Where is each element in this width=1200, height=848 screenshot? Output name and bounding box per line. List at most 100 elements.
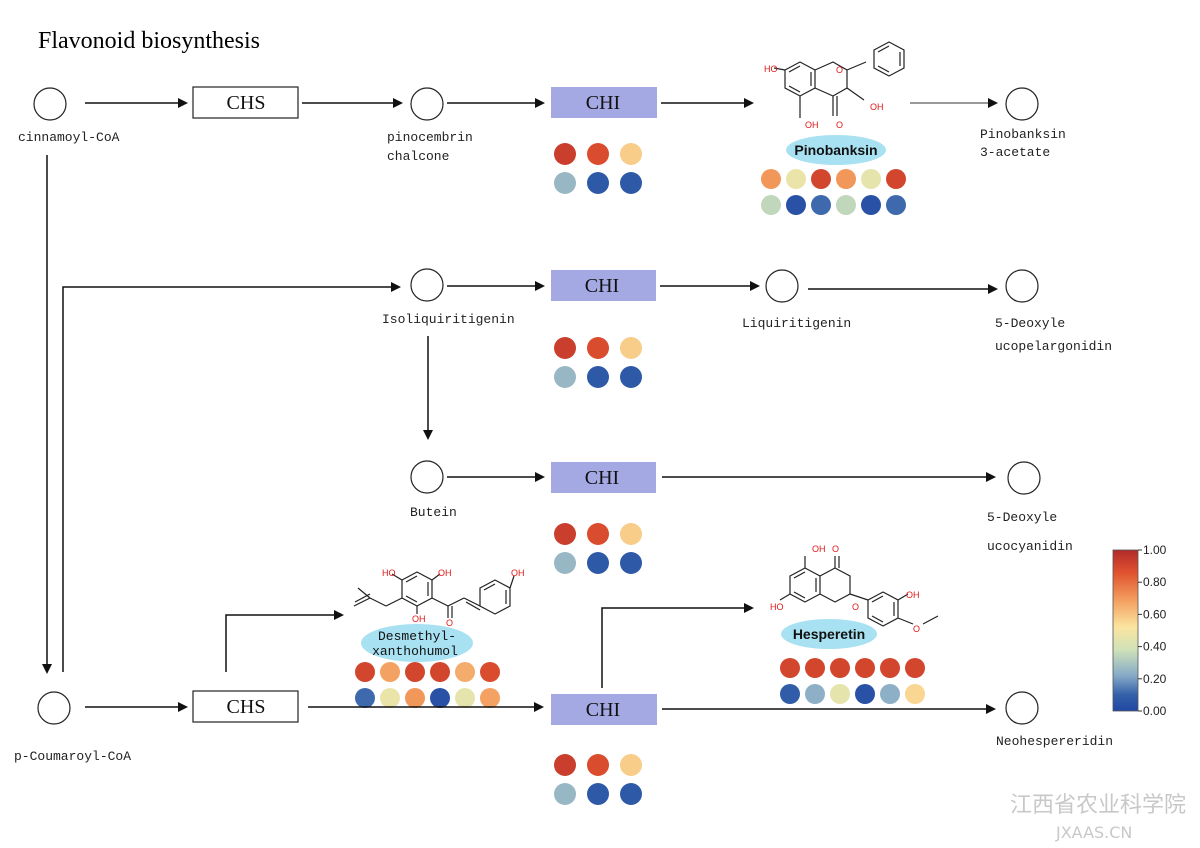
enzyme-chs-top-label: CHS [227, 92, 266, 114]
label-butein: Butein [410, 505, 457, 520]
heatmap-dot-chi-1-r1-c2 [620, 172, 642, 194]
colorbar: 1.000.800.600.400.200.00 [1112, 543, 1167, 718]
heatmap-desmethylxanthohumol [355, 662, 500, 708]
heatmap-dot-desmethylxanthohumol-r1-c5 [480, 688, 500, 708]
heatmap-dot-pinobanksin-r1-c0 [761, 195, 781, 215]
enzyme-chs-bottom-label: CHS [227, 696, 266, 718]
enzyme-chi-3[interactable] [551, 462, 656, 493]
heatmap-dot-desmethylxanthohumol-r0-c5 [480, 662, 500, 682]
compound-desmethyl-label-2: xanthohumol [372, 644, 458, 659]
label-liquiritigenin: Liquiritigenin [742, 316, 851, 331]
dx-chem-oh1: OH [438, 568, 452, 578]
heatmap-dot-hesperetin-r1-c5 [905, 684, 925, 704]
heatmap-dot-desmethylxanthohumol-r0-c1 [380, 662, 400, 682]
heatmap-dot-pinobanksin-r0-c4 [861, 169, 881, 189]
heatmap-dot-chi-3-r1-c2 [620, 552, 642, 574]
label-deoxy-cya-2: ucocyanidin [987, 539, 1073, 554]
heatmap-chi-4 [554, 754, 642, 805]
heatmap-dot-hesperetin-r0-c0 [780, 658, 800, 678]
heatmap-dot-chi-4-r0-c0 [554, 754, 576, 776]
heatmap-dot-pinobanksin-r0-c5 [886, 169, 906, 189]
heatmap-dot-pinobanksin-r1-c2 [811, 195, 831, 215]
heatmap-dot-chi-3-r0-c2 [620, 523, 642, 545]
heatmap-chi-2 [554, 337, 642, 388]
enzyme-chi-1[interactable] [551, 87, 657, 118]
colorbar-tick-label: 0.00 [1143, 704, 1167, 718]
node-neohesperidin[interactable] [1005, 691, 1039, 725]
compound-hesperetin-badge[interactable] [781, 619, 877, 649]
heatmap-chi-1 [554, 143, 642, 194]
node-pinocembrin-chalcone[interactable] [410, 87, 444, 121]
pb-chem-oh2: OH [805, 120, 819, 130]
heatmap-dot-hesperetin-r1-c4 [880, 684, 900, 704]
arrow-chs-desmethyl [225, 610, 344, 672]
hs-chem-ho: HO [770, 602, 784, 612]
colorbar-tick-label: 0.80 [1143, 575, 1167, 589]
structure-pinobanksin: HO O OH OH O [764, 41, 905, 130]
node-isoliquiritigenin[interactable] [410, 268, 444, 302]
structure-hesperetin: OH O HO O OH O [770, 544, 939, 634]
label-cinnamoyl-coa: cinnamoyl-CoA [18, 130, 120, 145]
enzyme-chi-4[interactable] [551, 694, 657, 725]
label-deoxy-pel-2: ucopelargonidin [995, 339, 1112, 354]
heatmap-dot-pinobanksin-r0-c3 [836, 169, 856, 189]
heatmap-dot-desmethylxanthohumol-r1-c4 [455, 688, 475, 708]
node-p-coumaroyl-coa[interactable] [37, 691, 71, 725]
heatmap-dot-desmethylxanthohumol-r0-c4 [455, 662, 475, 682]
structure-desmethylxanthohumol: HO OH OH OH O [353, 568, 525, 628]
label-deoxy-pel-1: 5-Deoxyle [995, 316, 1065, 331]
heatmap-dot-chi-4-r1-c1 [587, 783, 609, 805]
label-neohesperidin: Neohespereridin [996, 734, 1113, 749]
heatmap-dot-chi-4-r0-c1 [587, 754, 609, 776]
heatmap-dot-chi-1-r0-c2 [620, 143, 642, 165]
heatmap-dot-hesperetin-r0-c3 [855, 658, 875, 678]
heatmap-dot-desmethylxanthohumol-r0-c3 [430, 662, 450, 682]
compound-desmethylxanthohumol-badge[interactable] [361, 624, 473, 662]
heatmap-dot-hesperetin-r1-c0 [780, 684, 800, 704]
heatmap-pinobanksin [761, 169, 906, 215]
heatmap-dot-hesperetin-r1-c3 [855, 684, 875, 704]
node-butein[interactable] [410, 460, 444, 494]
node-cinnamoyl-coa[interactable] [33, 87, 67, 121]
hs-chem-o1: O [832, 544, 839, 554]
pb-chem-oh: OH [870, 102, 884, 112]
heatmap-dot-chi-2-r1-c2 [620, 366, 642, 388]
heatmap-dot-pinobanksin-r1-c3 [836, 195, 856, 215]
heatmap-dot-hesperetin-r1-c1 [805, 684, 825, 704]
compound-hesperetin-label: Hesperetin [793, 626, 865, 642]
dx-chem-oh3: OH [511, 568, 525, 578]
colorbar-gradient [1112, 549, 1139, 712]
heatmap-dot-chi-3-r0-c0 [554, 523, 576, 545]
heatmap-dot-pinobanksin-r0-c1 [786, 169, 806, 189]
label-pinobanksin3-2: 3-acetate [980, 145, 1050, 160]
node-5-deoxyleucocyanidin[interactable] [1007, 461, 1041, 495]
colorbar-tick-label: 1.00 [1143, 543, 1167, 557]
node-pinobanksin-3-acetate[interactable] [1005, 87, 1039, 121]
enzyme-chs-bottom[interactable] [192, 690, 299, 723]
node-5-deoxyleucopelargonidin[interactable] [1005, 269, 1039, 303]
heatmap-dot-chi-3-r1-c0 [554, 552, 576, 574]
arrow-coumaroyl-isoliquiritigenin [62, 282, 401, 672]
arrow-chi4-hesperetin [601, 603, 754, 688]
node-liquiritigenin[interactable] [765, 269, 799, 303]
heatmap-dot-chi-2-r0-c2 [620, 337, 642, 359]
heatmap-dot-chi-3-r1-c1 [587, 552, 609, 574]
label-isoliquiritigenin: Isoliquiritigenin [382, 312, 515, 327]
heatmap-dot-chi-1-r0-c1 [587, 143, 609, 165]
heatmap-dot-chi-1-r1-c1 [587, 172, 609, 194]
enzyme-chi-2[interactable] [551, 270, 656, 301]
heatmap-dot-hesperetin-r0-c4 [880, 658, 900, 678]
heatmap-dot-chi-3-r0-c1 [587, 523, 609, 545]
enzyme-chi-4-label: CHI [586, 699, 620, 721]
heatmap-dot-chi-1-r1-c0 [554, 172, 576, 194]
heatmap-dot-desmethylxanthohumol-r1-c1 [380, 688, 400, 708]
dx-chem-o: O [446, 618, 453, 628]
compound-pinobanksin-badge[interactable] [786, 135, 886, 165]
dx-chem-oh2: OH [412, 614, 426, 624]
enzyme-chs-top[interactable] [192, 86, 299, 119]
pb-chem-o: O [836, 65, 843, 75]
enzyme-chi-2-label: CHI [585, 275, 619, 297]
heatmap-dot-desmethylxanthohumol-r0-c2 [405, 662, 425, 682]
